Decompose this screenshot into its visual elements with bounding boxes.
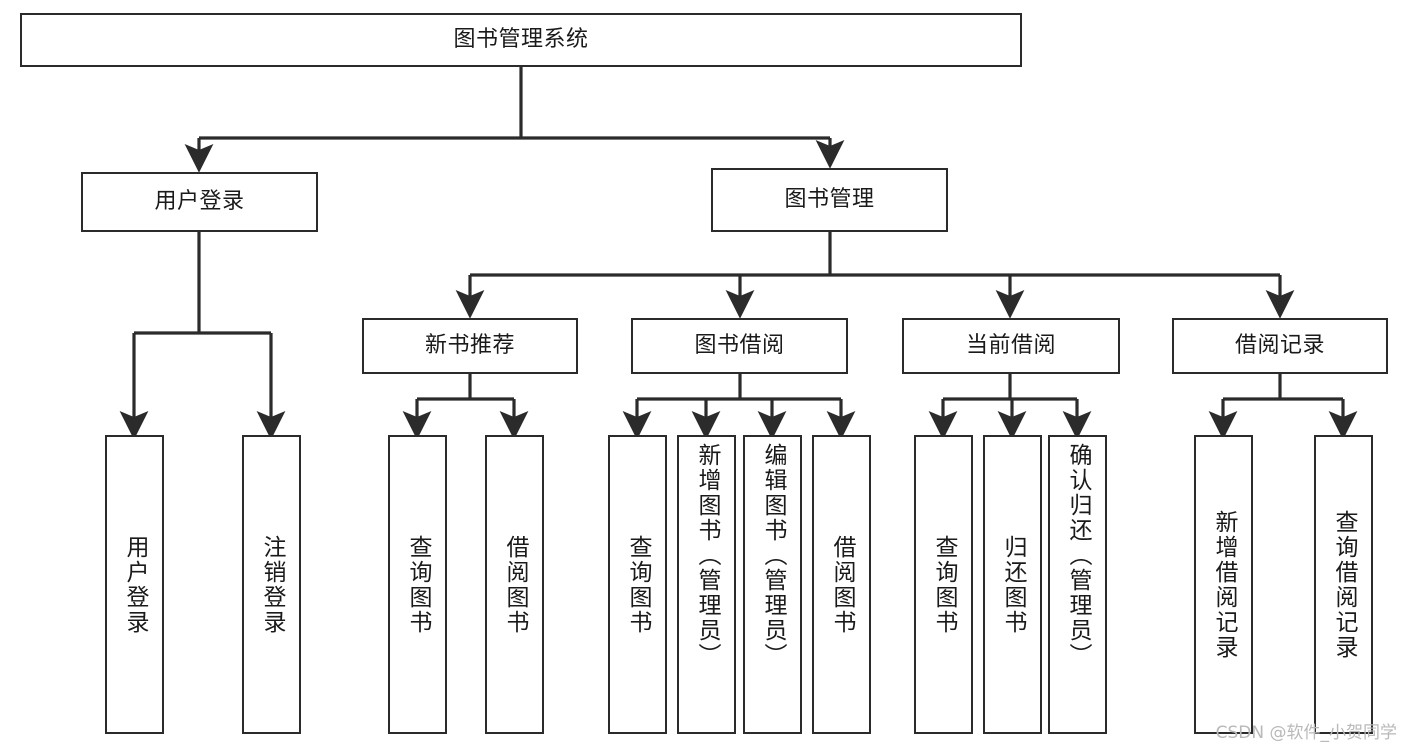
node-new-book-rec[interactable]: 新书推荐: [362, 318, 578, 374]
node-new-book-rec-label: 新书推荐: [424, 333, 515, 359]
node-book-manage[interactable]: 图书管理: [711, 168, 948, 232]
node-leaf-borrow-book-2[interactable]: 借阅图书: [812, 435, 871, 734]
node-leaf-add-record[interactable]: 新增借阅记录: [1194, 435, 1253, 734]
node-leaf-borrow-book-1-label: 借阅图书: [502, 534, 528, 635]
node-current-borrow-label: 当前借阅: [965, 333, 1056, 359]
node-borrow-record[interactable]: 借阅记录: [1172, 318, 1388, 374]
node-leaf-borrow-book-1[interactable]: 借阅图书: [485, 435, 544, 734]
node-current-borrow[interactable]: 当前借阅: [902, 318, 1120, 374]
node-root-label: 图书管理系统: [453, 27, 589, 53]
node-leaf-add-book[interactable]: 新增图书（管理员）: [677, 435, 736, 734]
node-leaf-return-book[interactable]: 归还图书: [983, 435, 1042, 734]
csdn-watermark: CSDN @软件_小贺同学: [1215, 723, 1397, 743]
node-book-manage-label: 图书管理: [784, 187, 875, 213]
node-leaf-query-book-2-label: 查询图书: [625, 534, 651, 635]
node-root[interactable]: 图书管理系统: [20, 13, 1022, 67]
node-leaf-query-record-label: 查询借阅记录: [1331, 509, 1357, 660]
node-leaf-confirm-return[interactable]: 确认归还（管理员）: [1048, 435, 1107, 734]
node-book-borrow-label: 图书借阅: [694, 333, 785, 359]
node-leaf-add-book-label: 新增图书（管理员）: [694, 443, 720, 668]
node-user-login-label: 用户登录: [154, 189, 245, 215]
node-leaf-confirm-return-label: 确认归还（管理员）: [1065, 443, 1091, 668]
node-leaf-query-record[interactable]: 查询借阅记录: [1314, 435, 1373, 734]
node-leaf-query-book-3-label: 查询图书: [931, 534, 957, 635]
node-leaf-edit-book[interactable]: 编辑图书（管理员）: [743, 435, 802, 734]
node-user-login[interactable]: 用户登录: [81, 172, 318, 232]
node-book-borrow[interactable]: 图书借阅: [631, 318, 848, 374]
node-leaf-add-record-label: 新增借阅记录: [1211, 509, 1237, 660]
node-leaf-logout[interactable]: 注销登录: [242, 435, 301, 734]
node-leaf-borrow-book-2-label: 借阅图书: [829, 534, 855, 635]
node-leaf-logout-label: 注销登录: [259, 534, 285, 635]
node-borrow-record-label: 借阅记录: [1234, 333, 1325, 359]
node-leaf-return-book-label: 归还图书: [1000, 534, 1026, 635]
node-leaf-user-login-label: 用户登录: [122, 534, 148, 635]
node-leaf-query-book-2[interactable]: 查询图书: [608, 435, 667, 734]
node-leaf-edit-book-label: 编辑图书（管理员）: [760, 443, 786, 668]
node-leaf-query-book-1-label: 查询图书: [405, 534, 431, 635]
node-leaf-user-login[interactable]: 用户登录: [105, 435, 164, 734]
node-leaf-query-book-3[interactable]: 查询图书: [914, 435, 973, 734]
node-leaf-query-book-1[interactable]: 查询图书: [388, 435, 447, 734]
